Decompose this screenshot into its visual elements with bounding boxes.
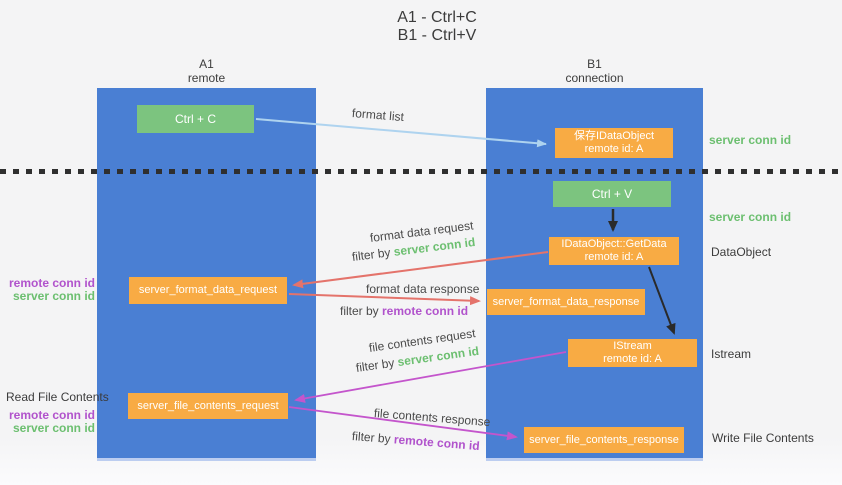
node-ctrl-v: Ctrl + V	[553, 181, 671, 207]
annotation-dataobject: DataObject	[711, 245, 772, 259]
node-format-resp-label: server_format_data_response	[492, 295, 640, 308]
label-format-list: format list	[351, 106, 405, 125]
node-idataobject-getdata: IDataObject::GetData remote id: A	[549, 237, 679, 265]
lifeline-b1-role: connection	[565, 71, 624, 85]
node-save-line2: remote id: A	[584, 143, 644, 155]
node-file-req-label: server_file_contents_request	[137, 399, 279, 412]
lifeline-b1-name: B1	[587, 57, 602, 71]
lifeline-a1-role: remote	[187, 71, 226, 85]
annotation-server-conn-id-top: server conn id	[709, 133, 792, 147]
label-file-contents-response: file contents response	[373, 406, 491, 430]
phase-separator-dotted-line	[0, 169, 842, 174]
node-server-file-contents-response: server_file_contents_response	[524, 427, 684, 453]
node-format-req-label: server_format_data_request	[138, 284, 278, 296]
remote-conn-id-text: remote conn id	[393, 432, 481, 454]
lifeline-header-a1: A1 remote	[97, 57, 316, 85]
node-save-idataobject: 保存IDataObject remote id: A	[555, 128, 673, 158]
node-ctrl-v-label: Ctrl + V	[591, 186, 633, 201]
annotation-server-conn-id-mid: server conn id	[709, 210, 792, 224]
filter-by-text: filter by	[355, 355, 399, 375]
lifeline-header-b1: B1 connection	[486, 57, 703, 85]
node-file-resp-label: server_file_contents_response	[529, 433, 679, 446]
remote-conn-id-text: remote conn id	[8, 408, 95, 422]
title-line-ctrl-c: A1 - Ctrl+C	[397, 9, 477, 26]
node-ctrl-c-label: Ctrl + C	[174, 111, 216, 126]
node-server-file-contents-request: server_file_contents_request	[128, 393, 288, 419]
title-line-ctrl-v: B1 - Ctrl+V	[397, 27, 477, 44]
label-format-data-response: format data response	[366, 282, 480, 296]
node-getdata-line1: IDataObject::GetData	[561, 238, 667, 250]
node-server-format-data-response: server_format_data_response	[487, 289, 645, 315]
filter-by-text: filter by	[351, 429, 395, 447]
annotation-format-conn-ids: remote conn id server conn id	[0, 277, 95, 303]
node-istream-line2: remote id: A	[603, 353, 662, 365]
node-ctrl-c: Ctrl + C	[137, 105, 254, 133]
annotation-file-conn-ids: remote conn id server conn id	[0, 409, 95, 435]
remote-conn-id-text: remote conn id	[382, 304, 469, 318]
filter-by-text: filter by	[351, 244, 395, 264]
annotation-write-file-contents: Write File Contents	[712, 431, 814, 445]
diagram-title: A1 - Ctrl+C B1 - Ctrl+V	[297, 9, 577, 45]
node-getdata-line2: remote id: A	[584, 251, 644, 263]
remote-conn-id-text: remote conn id	[8, 276, 95, 290]
filter-by-text: filter by	[340, 304, 383, 318]
annotation-read-file-contents: Read File Contents	[6, 390, 109, 404]
server-conn-id-text: server conn id	[12, 421, 95, 435]
label-format-data-response-filter: filter by remote conn id	[340, 304, 468, 318]
lifeline-a1-name: A1	[199, 57, 214, 71]
label-file-contents-response-filter: filter by remote conn id	[351, 429, 480, 453]
node-server-format-data-request: server_format_data_request	[129, 277, 287, 304]
node-istream: IStream remote id: A	[568, 339, 697, 367]
node-save-line1: 保存IDataObject	[573, 130, 655, 142]
annotation-istream: Istream	[711, 347, 752, 361]
node-istream-line1: IStream	[613, 340, 652, 352]
server-conn-id-text: server conn id	[12, 289, 95, 303]
